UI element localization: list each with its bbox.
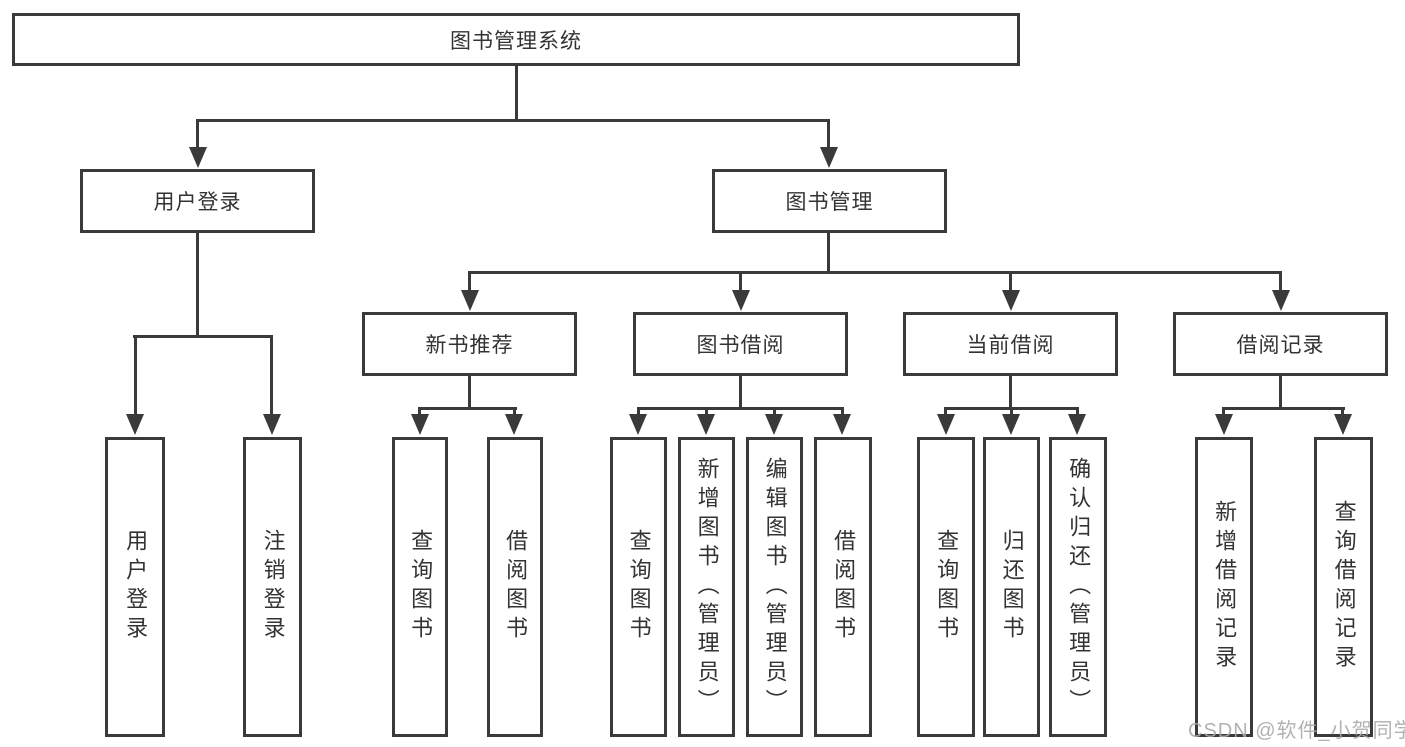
connector-leaf-stub bbox=[418, 407, 421, 416]
arrowhead-leaf bbox=[263, 414, 281, 435]
arrowhead-leaf bbox=[937, 414, 955, 435]
leaf-edit-book-admin-label: 编辑图书（管理员） bbox=[762, 456, 788, 718]
node-library-system: 图书管理系统 bbox=[12, 13, 1020, 66]
connector-user-login-vline bbox=[196, 233, 199, 337]
connector-section-stub bbox=[1009, 271, 1012, 291]
arrowhead-section bbox=[1272, 290, 1290, 311]
connector-section-hline bbox=[637, 407, 844, 410]
leaf-query-books-1: 查询图书 bbox=[392, 437, 448, 737]
arrowhead-leaf bbox=[765, 414, 783, 435]
connector-leaf-stub bbox=[513, 407, 516, 416]
leaf-query-books-2: 查询图书 bbox=[610, 437, 667, 737]
leaf-borrow-books-2-label: 借阅图书 bbox=[831, 529, 857, 645]
leaf-confirm-return-admin: 确认归还（管理员） bbox=[1049, 437, 1107, 737]
connector-leaf-stub bbox=[270, 335, 273, 416]
connector-section-vline bbox=[1279, 376, 1282, 410]
arrowhead-section bbox=[461, 290, 479, 311]
arrowhead-leaf bbox=[411, 414, 429, 435]
leaf-return-book: 归还图书 bbox=[983, 437, 1040, 737]
leaf-add-book-admin: 新增图书（管理员） bbox=[678, 437, 735, 737]
connector-section-vline bbox=[739, 376, 742, 410]
leaf-add-borrow-record: 新增借阅记录 bbox=[1195, 437, 1253, 737]
connector-leaf-stub bbox=[1076, 407, 1079, 416]
leaf-user-login-label: 用户登录 bbox=[123, 529, 149, 645]
node-book-mgmt-label: 图书管理 bbox=[785, 191, 874, 214]
csdn-watermark: CSDN @软件_小贺同学 bbox=[1188, 720, 1405, 742]
connector-book-mgmt-stub bbox=[827, 119, 830, 149]
arrowhead-leaf bbox=[629, 414, 647, 435]
arrowhead-section bbox=[1002, 290, 1020, 311]
leaf-query-borrow-record-label: 查询借阅记录 bbox=[1331, 500, 1357, 674]
node-new-book-recommend-label: 新书推荐 bbox=[425, 334, 514, 357]
node-book-borrow: 图书借阅 bbox=[633, 312, 848, 376]
arrowhead-leaf bbox=[505, 414, 523, 435]
leaf-logout-label: 注销登录 bbox=[260, 529, 286, 645]
connector-section-vline bbox=[468, 376, 471, 410]
arrowhead-leaf bbox=[1068, 414, 1086, 435]
connector-section-vline bbox=[1009, 376, 1012, 410]
leaf-edit-book-admin: 编辑图书（管理员） bbox=[746, 437, 803, 737]
connector-leaf-stub bbox=[773, 407, 776, 416]
leaf-query-books-3: 查询图书 bbox=[917, 437, 975, 737]
connector-leaf-stub bbox=[1341, 407, 1344, 416]
leaf-confirm-return-admin-label: 确认归还（管理员） bbox=[1066, 456, 1092, 718]
arrowhead-leaf bbox=[126, 414, 144, 435]
arrowhead-leaf bbox=[1215, 414, 1233, 435]
leaf-borrow-books-2: 借阅图书 bbox=[814, 437, 872, 737]
node-current-borrow: 当前借阅 bbox=[903, 312, 1118, 376]
arrowhead-section bbox=[732, 290, 750, 311]
arrowhead-leaf bbox=[833, 414, 851, 435]
leaf-borrow-books-1-label: 借阅图书 bbox=[503, 529, 529, 645]
connector-section-stub bbox=[468, 271, 471, 291]
connector-book-mgmt-vline bbox=[827, 233, 830, 274]
node-user-login: 用户登录 bbox=[80, 169, 315, 233]
leaf-query-borrow-record: 查询借阅记录 bbox=[1314, 437, 1373, 737]
connector-section-stub bbox=[739, 271, 742, 291]
node-library-system-label: 图书管理系统 bbox=[450, 29, 582, 53]
arrowhead-user-login bbox=[189, 147, 207, 168]
arrowhead-leaf bbox=[1002, 414, 1020, 435]
connector-root-vline bbox=[515, 66, 518, 120]
connector-leaf-stub bbox=[944, 407, 947, 416]
connector-section-hline bbox=[419, 407, 517, 410]
node-book-borrow-label: 图书借阅 bbox=[696, 334, 785, 357]
connector-user-login-hline bbox=[133, 335, 273, 338]
connector-leaf-stub bbox=[134, 335, 137, 416]
leaf-borrow-books-1: 借阅图书 bbox=[487, 437, 543, 737]
leaf-add-book-admin-label: 新增图书（管理员） bbox=[694, 456, 720, 718]
connector-leaf-stub bbox=[1010, 407, 1013, 416]
leaf-query-books-3-label: 查询图书 bbox=[934, 529, 960, 645]
node-user-login-label: 用户登录 bbox=[153, 191, 242, 214]
connector-section-stub bbox=[1279, 271, 1282, 291]
leaf-user-login: 用户登录 bbox=[105, 437, 165, 737]
connector-section-hline bbox=[1222, 407, 1345, 410]
connector-user-login-stub bbox=[196, 119, 199, 149]
node-book-mgmt: 图书管理 bbox=[712, 169, 947, 233]
leaf-query-books-1-label: 查询图书 bbox=[408, 529, 434, 645]
node-borrow-records: 借阅记录 bbox=[1173, 312, 1388, 376]
leaf-add-borrow-record-label: 新增借阅记录 bbox=[1212, 500, 1238, 674]
connector-leaf-stub bbox=[1222, 407, 1225, 416]
node-borrow-records-label: 借阅记录 bbox=[1236, 334, 1325, 357]
arrowhead-leaf bbox=[697, 414, 715, 435]
arrowhead-leaf bbox=[1334, 414, 1352, 435]
node-new-book-recommend: 新书推荐 bbox=[362, 312, 577, 376]
connector-book-mgmt-hline bbox=[469, 271, 1281, 274]
leaf-query-books-2-label: 查询图书 bbox=[626, 529, 652, 645]
connector-root-hline bbox=[196, 119, 830, 122]
leaf-return-book-label: 归还图书 bbox=[999, 529, 1025, 645]
connector-leaf-stub bbox=[637, 407, 640, 416]
node-current-borrow-label: 当前借阅 bbox=[966, 334, 1055, 357]
leaf-logout: 注销登录 bbox=[243, 437, 302, 737]
arrowhead-book-mgmt bbox=[820, 147, 838, 168]
connector-leaf-stub bbox=[841, 407, 844, 416]
connector-leaf-stub bbox=[705, 407, 708, 416]
